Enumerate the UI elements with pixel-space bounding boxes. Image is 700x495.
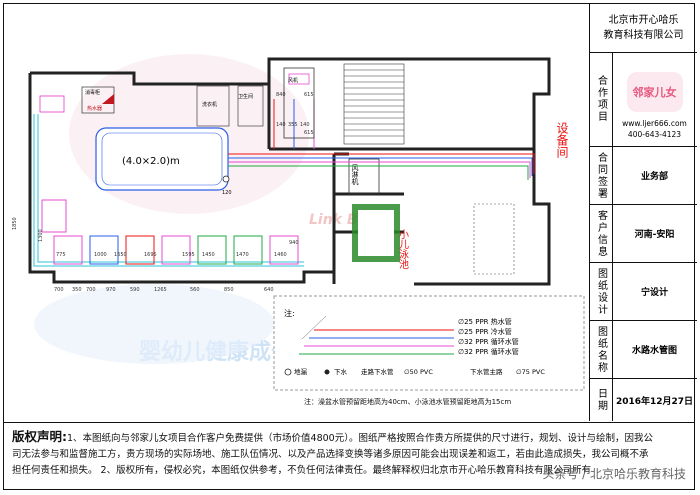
dim-bottom-6: 560 <box>190 287 200 293</box>
dim-bottom-2: 700 <box>86 287 96 293</box>
dim-bottom-8: 640 <box>264 287 274 293</box>
dim-top-5: 1470 <box>236 252 249 258</box>
row-value-contract: 业务部 <box>640 172 668 182</box>
fixture-label-disinfect: 消毒柜 <box>85 89 100 96</box>
row-design: 图纸设计 宁设计 <box>590 263 697 321</box>
bathtub-row <box>41 199 299 265</box>
row-label-project: 合作项目 <box>590 52 613 146</box>
dim-top-1: 1000 <box>94 252 107 258</box>
legend-pipe-0: ∅25 PPR 热水管 <box>458 317 512 326</box>
legend-pipes <box>299 315 454 355</box>
website-text: www.ljer666.com <box>622 119 687 128</box>
stairs <box>343 63 405 145</box>
legend-pipe-3: ∅32 PPR 循环水管 <box>458 347 519 356</box>
dim-bottom-5: 1265 <box>154 287 167 293</box>
dim-bottom-0: 700 <box>54 287 64 293</box>
legend-drain-2: 走路下水管 <box>361 367 394 376</box>
main-pool <box>95 127 229 191</box>
copyright-text-1: 1、本图纸向与邻家儿女项目合作客户免费提供（市场价值4800元）。图纸严格按照合… <box>67 433 653 444</box>
copyright-line-1: 版权声明:1、本图纸向与邻家儿女项目合作客户免费提供（市场价值4800元）。图纸… <box>12 429 686 447</box>
kids-pool-label: 小儿泳池 <box>397 229 409 269</box>
phone-text: 400-643-4123 <box>627 130 682 139</box>
logo-block: 邻家儿女 www.ljer666.com 400-643-4123 <box>612 52 697 146</box>
legend-pipe-1: ∅25 PPR 冷水管 <box>458 327 512 336</box>
dim-top-6: 1460 <box>274 252 287 258</box>
fixture-label-heater: 热水器 <box>87 105 102 112</box>
row-drawing-name: 图纸名称 水路水管图 <box>590 321 697 379</box>
equipment-room-label: 设备间 <box>555 122 569 158</box>
watermark-blob-2 <box>34 284 274 364</box>
dim-bottom-3: 970 <box>106 287 116 293</box>
fixture-label-washer: 洗衣机 <box>202 101 217 108</box>
drain-marker <box>222 175 230 183</box>
dim-top-8: 940 <box>289 240 299 246</box>
legend-drain-0: 地漏 <box>294 367 308 376</box>
riser-5: 615 <box>304 130 314 136</box>
row-contract: 合同签署 业务部 <box>590 147 697 205</box>
row-date: 日期 2016年12月27日 <box>590 379 697 421</box>
company-line-2: 教育科技有限公司 <box>603 30 684 41</box>
dim-left-1850: 1850 <box>12 217 18 230</box>
fan-room <box>348 158 380 195</box>
dim-bottom-4: 590 <box>130 287 140 293</box>
legend-drain-3: ∅50 PVC <box>404 368 433 376</box>
fixture-label-fan: 风机 <box>288 77 298 84</box>
company-name: 北京市开心哈乐 教育科技有限公司 <box>590 4 697 53</box>
legend-drain-5: ∅75 PVC <box>516 368 545 376</box>
legend-pipe-2: ∅32 PPR 循环水管 <box>458 337 519 346</box>
company-line-1: 北京市开心哈乐 <box>608 15 679 26</box>
right-riser <box>283 67 315 139</box>
washer <box>196 85 230 127</box>
dim-top-0: 775 <box>56 252 66 258</box>
copyright-block: 版权声明:1、本图纸向与邻家儿女项目合作客户免费提供（市场价值4800元）。图纸… <box>4 422 694 488</box>
footer-watermark: 头条号 / 北京哈乐教育科技 <box>542 467 686 481</box>
title-block: 北京市开心哈乐 教育科技有限公司 合作项目 邻家儿女 www.ljer666.c… <box>589 4 697 421</box>
dim-top-4: 1450 <box>202 252 215 258</box>
riser-2: 140 <box>276 122 286 128</box>
row-client: 客户信息 河南-安阳 <box>590 205 697 263</box>
legend-title: 注: <box>284 308 295 318</box>
row-label-date: 日期 <box>590 379 613 421</box>
dim-top-3: 1695 <box>144 252 157 258</box>
row-value-date: 2016年12月27日 <box>615 396 694 407</box>
dim-bottom-7: 850 <box>224 287 234 293</box>
pipe-runs <box>33 99 535 267</box>
dim-top-7: 1595 <box>182 252 195 258</box>
row-value-client: 河南-安阳 <box>634 230 675 240</box>
legend-note: 注：澡盆水管预留距地高为40cm、小泳池水管预留距地高为15cm <box>304 397 511 406</box>
dim-left-1300: 1300 <box>38 229 44 242</box>
row-label-design: 图纸设计 <box>590 263 613 320</box>
dim-top-2: 1650 <box>114 252 127 258</box>
corner-fixture <box>39 95 65 113</box>
row-label-drawing-name: 图纸名称 <box>590 321 613 378</box>
logo-icon: 邻家儿女 <box>626 72 683 112</box>
pool-label: (4.0×2.0)m <box>122 156 180 167</box>
floor-plan: Link Baby 婴幼儿健康成长专家 风淋机 小儿泳池 设备间 (4.0×2.… <box>12 54 585 406</box>
riser-3: 355 <box>288 122 298 128</box>
fixture-label-toilet: 卫生间 <box>238 93 253 100</box>
riser-0: 840 <box>276 92 286 98</box>
legend-box <box>273 295 585 391</box>
row-project: 合作项目 邻家儿女 www.ljer666.com 400-643-4123 <box>590 52 697 147</box>
row-label-client: 客户信息 <box>590 205 613 262</box>
copyright-text-3: 担任何责任和损失。 2、版权所有，侵权必究，本图纸仅供参考，不负任何法律责任。最… <box>12 465 592 476</box>
row-value-design: 宁设计 <box>640 288 668 298</box>
logo-text: 邻家儿女 <box>632 85 677 99</box>
drawing-frame <box>3 3 695 490</box>
equipment-zone <box>473 203 515 275</box>
row-label-contract: 合同签署 <box>590 147 613 204</box>
legend-drain-4: 下水管主路 <box>470 367 503 376</box>
riser-4: 140 <box>300 122 310 128</box>
copyright-text-2: 司无法参与和监督施工方，贵方现场的实际场地、施工队伍情况、以及产品选择变换等诸多… <box>12 449 649 460</box>
copyright-heading: 版权声明: <box>12 429 67 444</box>
row-value-drawing-name: 水路水管图 <box>631 346 677 356</box>
riser-1: 615 <box>304 92 314 98</box>
elevation-label: 120 <box>222 190 232 196</box>
dim-bottom-1: 350 <box>72 287 82 293</box>
legend-drain-1: 下水 <box>334 367 348 376</box>
fan-room-label: 风淋机 <box>351 164 359 186</box>
